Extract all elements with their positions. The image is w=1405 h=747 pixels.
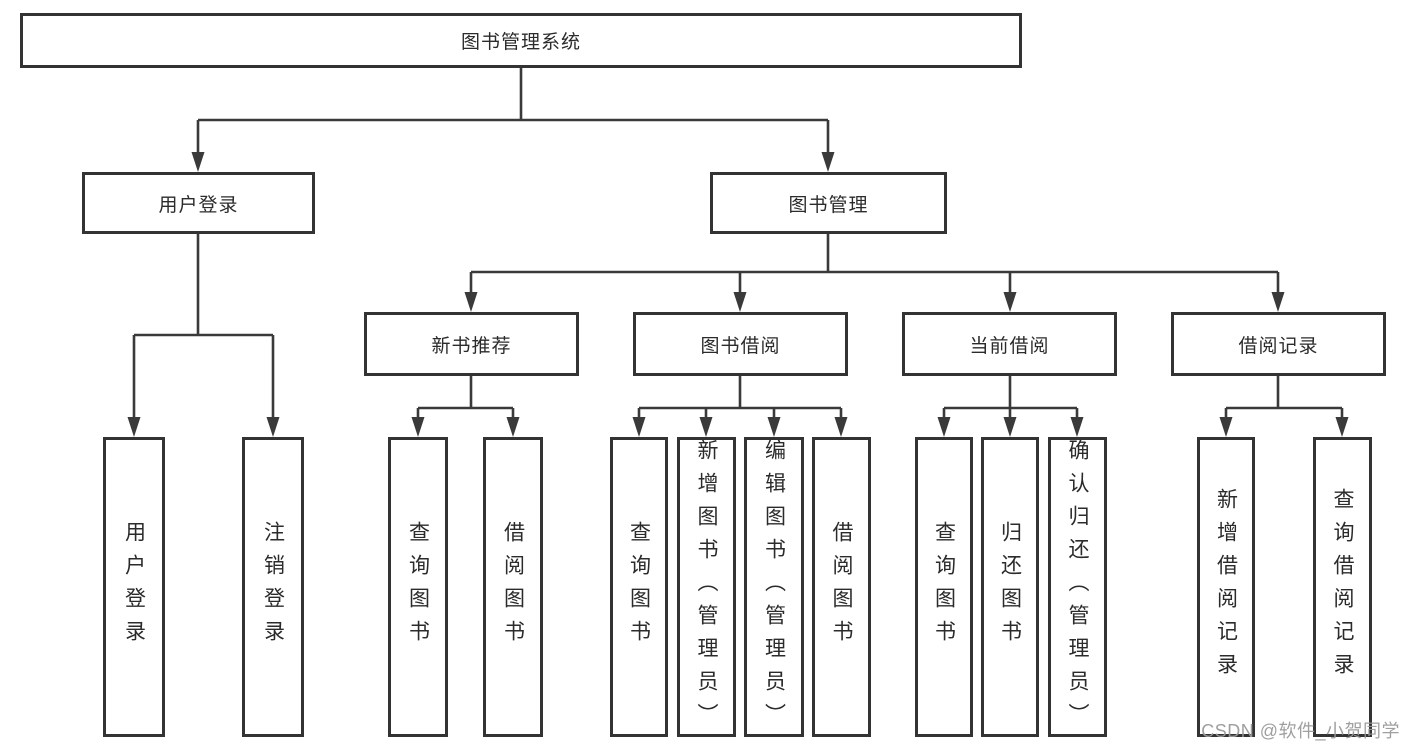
node-leaf-query-borrow-record: 查询借阅记录 — [1313, 437, 1372, 737]
node-label: 借阅图书 — [830, 521, 853, 653]
node-book-management-branch: 图书管理 — [710, 172, 947, 234]
node-label: 图书管理系统 — [460, 32, 581, 53]
node-leaf-logout: 注销登录 — [242, 437, 304, 737]
node-label: 用户登录 — [122, 521, 146, 653]
node-label: 查询图书 — [932, 521, 956, 653]
node-label: 查询图书 — [406, 521, 430, 653]
node-leaf-borrow-books-2: 借阅图书 — [812, 437, 871, 737]
node-label: 图书管理 — [788, 194, 869, 216]
node-book-borrowing: 图书借阅 — [633, 312, 848, 376]
node-label: 注销登录 — [261, 521, 285, 653]
node-borrowing-records: 借阅记录 — [1171, 312, 1386, 376]
node-leaf-add-borrow-record: 新增借阅记录 — [1197, 437, 1255, 737]
node-leaf-return-books: 归还图书 — [981, 437, 1039, 737]
node-leaf-confirm-return-admin: 确认归还（管理员） — [1048, 437, 1107, 737]
node-label: 编辑图书（管理员） — [762, 438, 786, 736]
node-label: 借阅图书 — [501, 521, 525, 653]
node-label: 新增图书（管理员） — [695, 438, 718, 736]
node-label: 借阅记录 — [1238, 335, 1319, 357]
node-label: 归还图书 — [998, 521, 1022, 653]
node-leaf-edit-books-admin: 编辑图书（管理员） — [744, 437, 804, 737]
node-leaf-query-books-1: 查询图书 — [388, 437, 448, 737]
node-library-management-system: 图书管理系统 — [20, 13, 1022, 68]
node-leaf-add-books-admin: 新增图书（管理员） — [677, 437, 736, 737]
node-label: 新增借阅记录 — [1214, 488, 1238, 686]
node-label: 图书借阅 — [700, 335, 781, 357]
node-leaf-query-books-3: 查询图书 — [915, 437, 973, 737]
node-label: 确认归还（管理员） — [1066, 438, 1089, 736]
node-label: 新书推荐 — [431, 335, 512, 357]
node-label: 用户登录 — [158, 194, 239, 216]
node-current-borrowing: 当前借阅 — [902, 312, 1117, 376]
node-leaf-borrow-books-1: 借阅图书 — [483, 437, 543, 737]
node-label: 当前借阅 — [969, 335, 1050, 357]
node-new-book-recommend: 新书推荐 — [364, 312, 579, 376]
node-leaf-user-login: 用户登录 — [103, 437, 165, 737]
node-label: 查询借阅记录 — [1331, 488, 1354, 686]
node-label: 查询图书 — [627, 521, 651, 653]
node-leaf-query-books-2: 查询图书 — [610, 437, 668, 737]
node-user-login-branch: 用户登录 — [82, 172, 315, 234]
